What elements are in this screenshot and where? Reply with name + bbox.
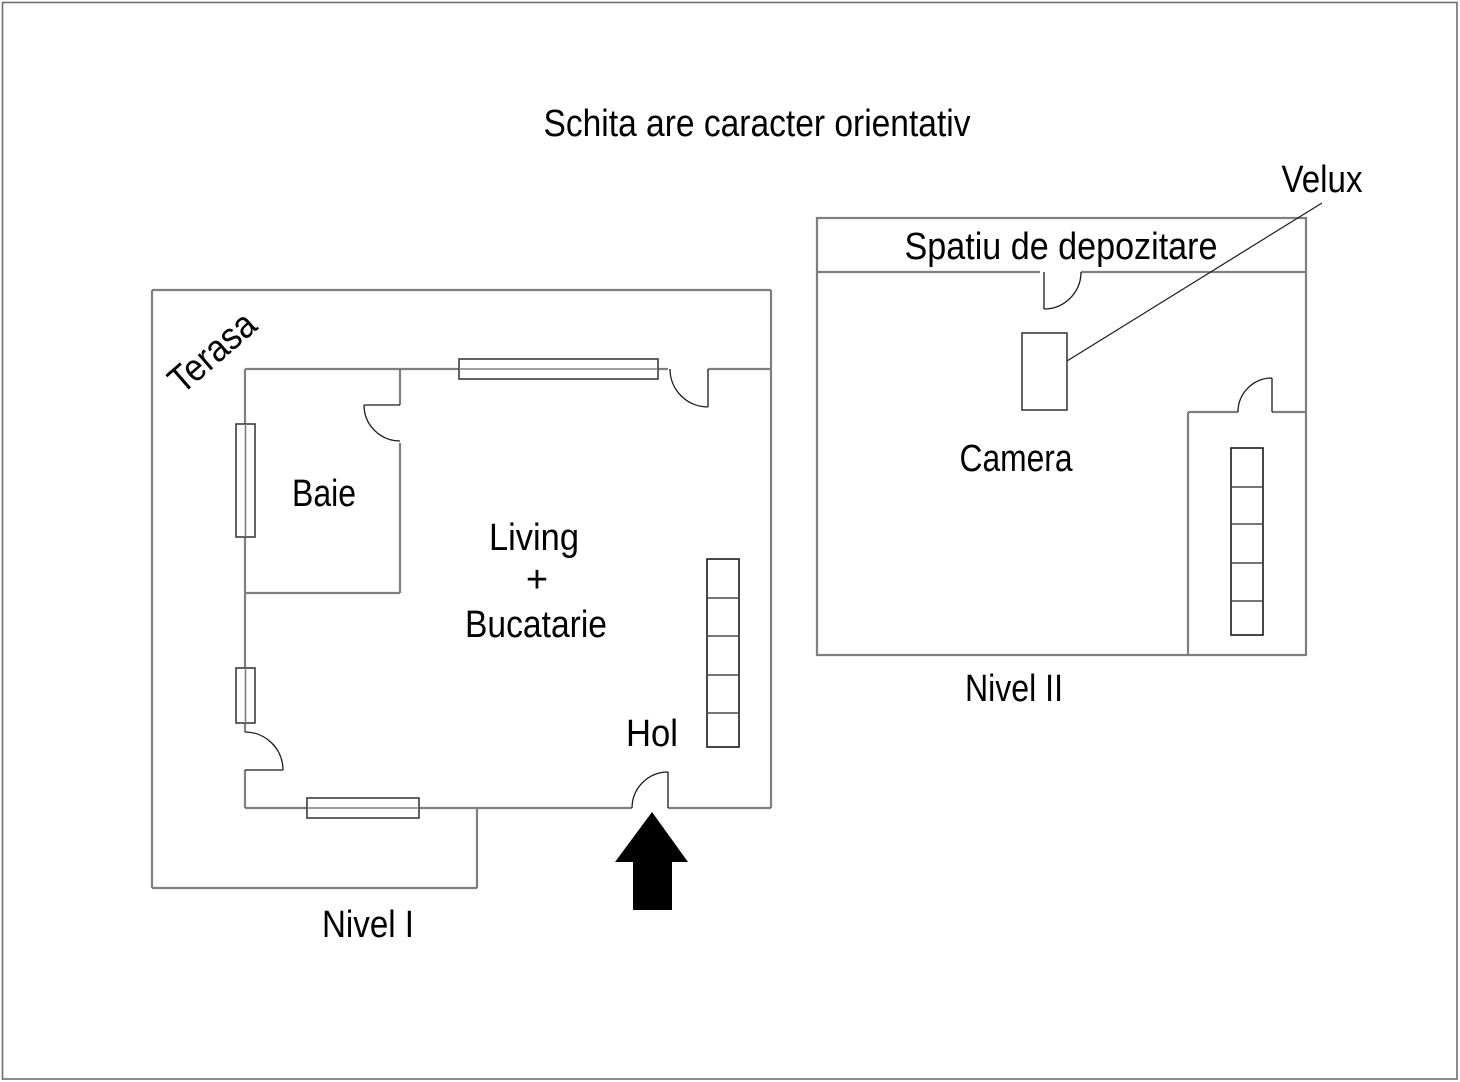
baie-door-icon [363,404,401,442]
living-label-line3: Bucatarie [465,604,607,646]
velux-leader-line [1066,202,1323,362]
door-arc [1237,377,1273,413]
living-terasa-top-door-icon [669,368,709,408]
baie-walls [245,369,402,595]
hol-label: Hol [626,713,678,755]
storage-label: Spatiu de depozitare [905,226,1218,268]
nivel2-outline [815,216,1308,657]
door-arc [669,368,709,408]
left-upper-window-icon [235,423,256,538]
stairs-nivel2-icon [1230,447,1264,636]
stairs-steps [707,597,739,714]
top-window-icon [458,358,659,380]
entrance-arrow-icon [615,812,688,910]
baie-label: Baie [292,473,356,515]
terasa-outline [150,288,773,890]
bottom-window-icon [306,797,420,819]
living-terasa-side-door-icon [244,731,284,771]
living-walls [243,367,771,810]
left-lower-window-icon [235,667,256,724]
living-label-line1: Living [489,517,579,559]
door-arc [631,771,669,809]
nivel-2-plan: Spatiu de depozitare Camera Velux Nivel … [815,159,1363,710]
closet-door-icon [1237,377,1273,413]
living-label-line2: + [526,559,548,601]
stairs-steps [1231,486,1263,602]
storage-door-icon [1043,271,1082,310]
door-arc [244,731,284,771]
velux-label: Velux [1282,159,1363,201]
closet-walls [1186,410,1306,655]
door-arc [363,404,401,442]
camera-label: Camera [960,438,1074,480]
schematic-title: Schita are caracter orientativ [544,103,971,145]
nivel2-level-label: Nivel II [965,668,1063,710]
velux-window-icon [1021,332,1068,411]
hol-entrance-door-icon [631,771,669,809]
door-arc [1043,271,1082,310]
stairs-nivel1-icon [706,558,740,748]
nivel1-level-label: Nivel I [322,904,414,946]
stairs-frame [1230,447,1264,636]
nivel-1-plan: Terasa Baie Living + Bucatarie Hol Nivel… [150,288,773,946]
stairs-frame [706,558,740,748]
terasa-label: Terasa [160,303,265,402]
